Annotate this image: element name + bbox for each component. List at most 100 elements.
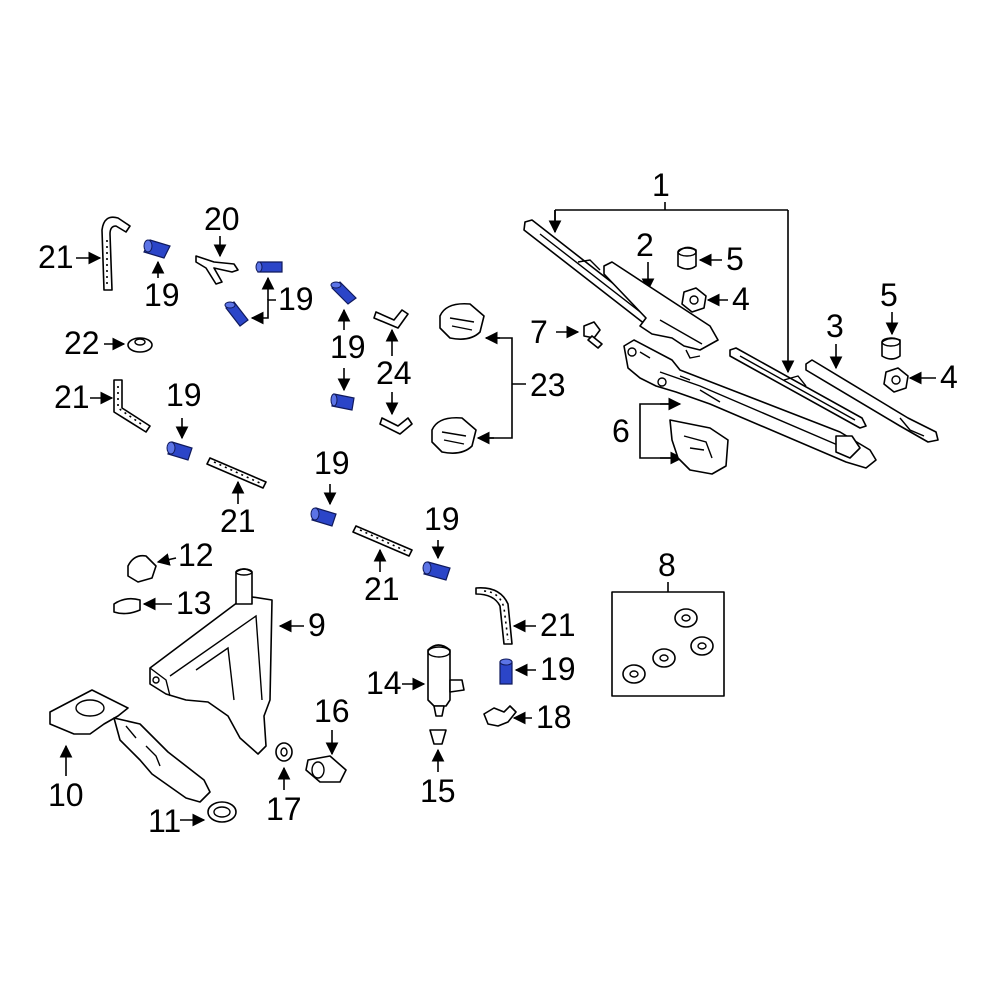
nozzle-lower-detail (441, 431, 467, 445)
callout-6: 6 (612, 413, 630, 449)
filler-bracket-hole (75, 699, 105, 717)
connector-19-c (224, 301, 249, 327)
callout-19e: 19 (314, 445, 350, 481)
part-8-bushing-kit[interactable]: 8 (611, 547, 725, 697)
callout-19c: 19 (330, 329, 366, 365)
part-24-elbows[interactable]: 24 (373, 309, 413, 435)
pump-outlet (433, 705, 445, 717)
connector-19-h (422, 561, 451, 581)
part-9-washer-reservoir[interactable]: 9 (149, 568, 326, 755)
callout-19g: 19 (540, 651, 576, 687)
connector-19-d (330, 281, 357, 305)
callout-22: 22 (64, 325, 100, 361)
part-16-level-sensor[interactable]: 16 (305, 693, 350, 783)
part-20-y-connector[interactable]: 20 (195, 201, 240, 285)
pump-top (427, 646, 451, 658)
part-15-grommet[interactable]: 15 (420, 729, 456, 809)
nozzle-lower (431, 416, 477, 454)
pump-connector (449, 679, 465, 693)
hose-21-e (475, 587, 513, 645)
grommet-17 (275, 742, 293, 762)
part-14-washer-pump[interactable]: 14 (366, 644, 465, 717)
part-6-linkage-motor[interactable]: 6 (612, 339, 877, 475)
reservoir-filler-top (235, 568, 253, 576)
callout-14: 14 (366, 665, 402, 701)
filler-tube (113, 717, 211, 803)
part-2-wiper-arm[interactable]: 2 (603, 227, 719, 359)
callout-7: 7 (530, 314, 548, 350)
callout-21c: 21 (220, 503, 256, 539)
callout-4b: 4 (940, 359, 958, 395)
connector-19-e (330, 393, 355, 411)
wiper-arm-left (603, 261, 719, 351)
reservoir-mount-hole (152, 676, 160, 684)
callout-11: 11 (148, 803, 181, 839)
part-4-nut-lower[interactable]: 4 (883, 359, 958, 395)
nut-lower-hole (891, 375, 901, 385)
part-5-cap-lower[interactable]: 5 (880, 277, 901, 360)
part-23-nozzles[interactable]: 23 (431, 302, 566, 454)
part-22-grommet[interactable]: 22 (64, 325, 153, 361)
part-3-wiper-arm[interactable]: 3 (805, 308, 939, 443)
cap-12 (127, 554, 157, 583)
callout-1: 1 (652, 167, 670, 203)
linkage-pivot-mid (657, 377, 667, 387)
callout-19b: 19 (278, 281, 314, 317)
cap-lower-top (881, 337, 901, 347)
callout-17: 17 (266, 791, 302, 827)
cap-upper-top (677, 247, 697, 257)
part-5-cap-upper[interactable]: 5 (677, 241, 744, 277)
callout-19d: 19 (166, 377, 202, 413)
connector-19-g (310, 507, 337, 527)
part-11-seal[interactable]: 11 (148, 801, 237, 839)
callout-24: 24 (376, 355, 412, 391)
y-connector (195, 255, 239, 285)
filler-tube-detail (125, 725, 161, 767)
callout-15: 15 (420, 773, 456, 809)
filler-bracket (49, 689, 129, 735)
bolt-shank (587, 335, 603, 349)
leader-12 (156, 553, 177, 566)
nut-lower (883, 367, 909, 393)
part-4-nut-upper[interactable]: 4 (681, 281, 750, 317)
connector-19-f (166, 441, 193, 461)
nozzle-upper (439, 302, 485, 340)
wiper-motor-detail (683, 435, 713, 459)
linkage-pivot-left (627, 347, 637, 357)
part-7-bolt[interactable]: 7 (530, 314, 603, 350)
part-12-cap[interactable]: 12 (127, 537, 214, 583)
leader-23-bracket (480, 337, 526, 439)
grommet-15 (429, 729, 447, 745)
callout-19a: 19 (144, 277, 180, 313)
callout-3: 3 (826, 308, 844, 344)
hose-21-b (113, 379, 151, 433)
connector-19-a (143, 239, 171, 259)
wiper-arm-right-detail (899, 417, 925, 437)
bolt-head (583, 321, 601, 339)
sensor-face (311, 761, 325, 779)
part-13-cap-seal[interactable]: 13 (113, 585, 212, 621)
linkage-frame-detail (639, 351, 841, 447)
callout-19f: 19 (424, 501, 460, 537)
pump-body (427, 644, 451, 707)
seal-inner (213, 806, 231, 818)
kit-bushings (622, 608, 714, 684)
part-21-hoses[interactable]: 21 21 21 21 21 (38, 216, 576, 645)
part-17-grommet[interactable]: 17 (266, 742, 302, 827)
part-19-connectors[interactable]: 19 19 19 19 (143, 239, 576, 687)
elbow-24-upper (373, 309, 409, 329)
callout-20: 20 (204, 201, 240, 237)
nut-upper (681, 287, 707, 313)
callout-10: 10 (48, 777, 84, 813)
leader-19b (250, 299, 276, 325)
seal-outer (207, 801, 237, 823)
leader-1 (554, 202, 788, 372)
part-18-elbow[interactable]: 18 (483, 699, 572, 735)
part-10-filler-tube[interactable]: 10 (48, 689, 211, 813)
cap-upper (677, 246, 697, 270)
connector-19-b (255, 261, 283, 273)
callout-13: 13 (176, 585, 212, 621)
connector-19-i (499, 658, 513, 685)
nut-upper-hole (689, 295, 699, 305)
